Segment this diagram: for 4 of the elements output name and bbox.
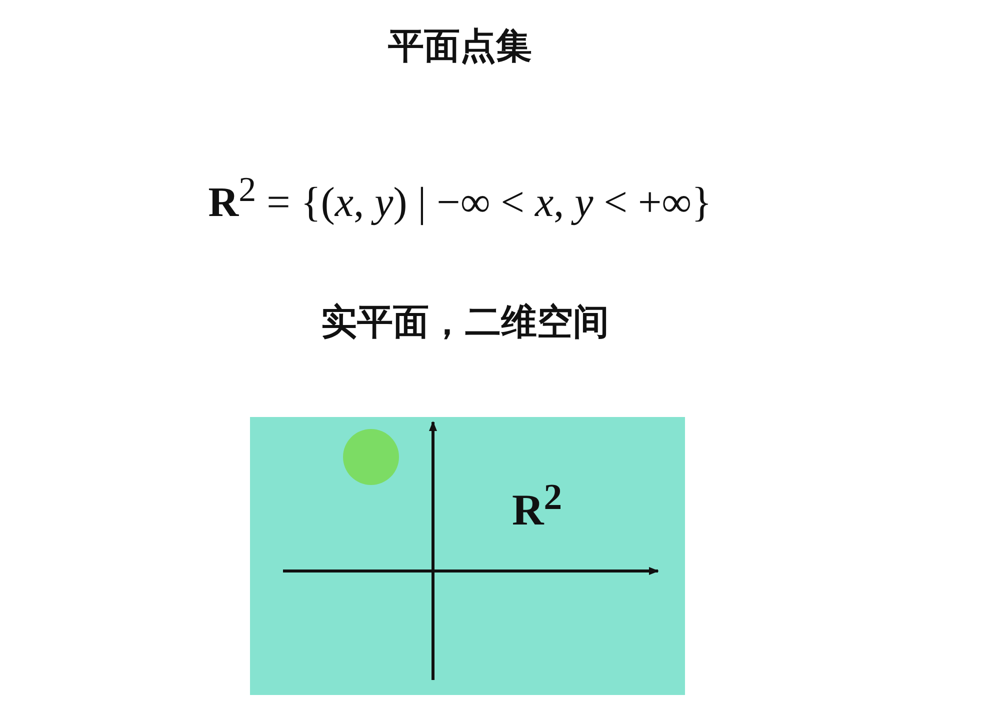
subtitle: 实平面，二维空间: [320, 301, 610, 345]
plane-label: R$^{2}$: [512, 475, 562, 536]
slide-title: 平面点集: [387, 25, 533, 69]
set-formula: R$^{2}$ = {(x, y) | −∞ < x, y < +∞}: [207, 170, 713, 227]
